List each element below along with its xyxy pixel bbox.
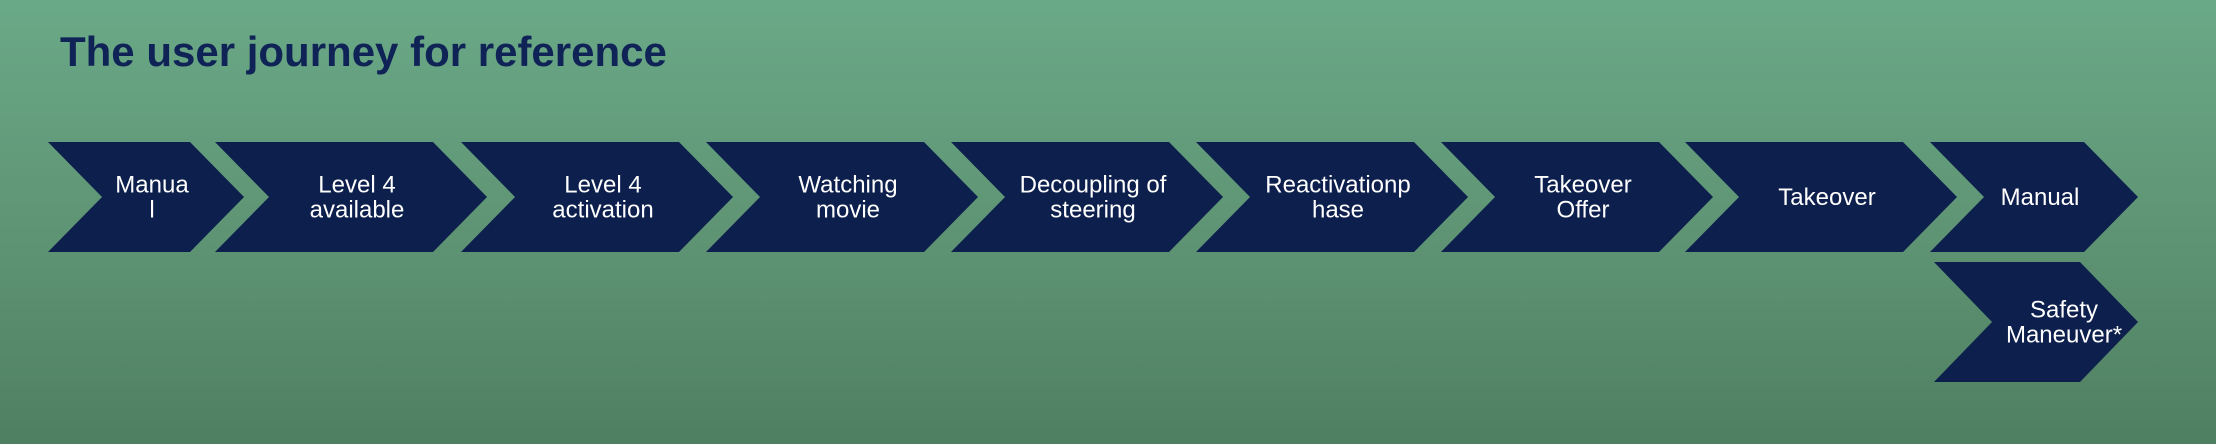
- journey-step-8-label-line: Takeover: [1778, 184, 1875, 211]
- journey-step-9-label-line: Manual: [2001, 184, 2080, 211]
- journey-step-1-label-line: Manua: [115, 172, 189, 199]
- journey-step-8-shape: [1685, 142, 1957, 252]
- journey-step-3-shape: [461, 142, 733, 252]
- journey-step-2-label-line: Level 4: [318, 172, 395, 199]
- journey-step-7-shape: [1441, 142, 1713, 252]
- journey-step-5-label-line: steering: [1050, 197, 1135, 224]
- page-title: The user journey for reference: [60, 28, 667, 75]
- journey-step-4-label-line: Watching: [798, 172, 897, 199]
- journey-branch-step-label-line: Safety: [2030, 297, 2098, 324]
- journey-step-8: Takeover: [1685, 142, 1957, 252]
- journey-step-6-label-line: hase: [1312, 197, 1364, 224]
- journey-branch-step-shape: [1934, 262, 2138, 382]
- journey-step-3-label-line: activation: [552, 197, 653, 224]
- journey-step-5-shape: [951, 142, 1223, 252]
- journey-step-1-label-line: l: [149, 197, 154, 224]
- journey-step-1-shape: [48, 142, 244, 252]
- journey-step-9-shape: [1930, 142, 2138, 252]
- journey-step-2-shape: [215, 142, 487, 252]
- journey-step-9: Manual: [1930, 142, 2138, 252]
- journey-step-7-label-line: Offer: [1557, 197, 1610, 224]
- journey-step-6-label-line: Reactivationp: [1265, 172, 1410, 199]
- journey-step-2-label-line: available: [310, 197, 405, 224]
- journey-step-5-label-line: Decoupling of: [1020, 172, 1167, 199]
- journey-branch-step-label-line: Maneuver*: [2006, 322, 2122, 349]
- journey-step-7-label-line: Takeover: [1534, 172, 1631, 199]
- journey-step-1: Manual: [48, 142, 244, 252]
- journey-step-4-label-line: movie: [816, 197, 880, 224]
- journey-step-6-shape: [1196, 142, 1468, 252]
- journey-step-4-shape: [706, 142, 978, 252]
- journey-step-3-label-line: Level 4: [564, 172, 641, 199]
